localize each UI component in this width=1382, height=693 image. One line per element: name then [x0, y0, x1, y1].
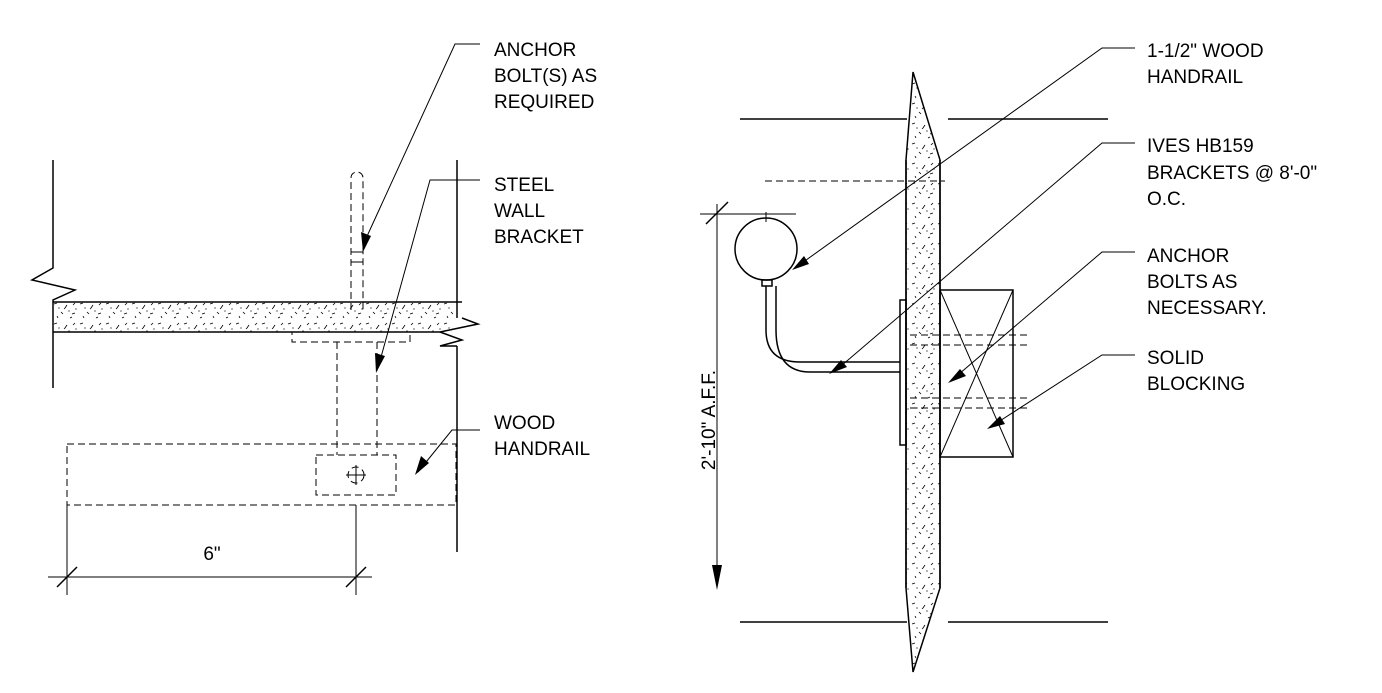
- anchor-bolt: [350, 171, 364, 310]
- callout-anchor-bolts-section: ANCHOR BOLTS AS NECESSARY.: [1147, 246, 1267, 319]
- dimension-6-label: 6": [203, 544, 220, 565]
- leader-brackets: [833, 142, 1135, 373]
- solid-blocking: [939, 289, 1014, 458]
- bracket-wall-plate: [899, 299, 907, 446]
- wall-section: [905, 71, 941, 673]
- concrete-wall: [53, 302, 453, 332]
- leader-anchor-bolts: [951, 251, 1135, 381]
- height-dimension-label: 2'-10" A.F.F.: [699, 370, 720, 470]
- left-wall-outline: [29, 160, 78, 388]
- plan-view: 6" ANCHOR BOLT(S) AS REQUIRED STEEL WALL…: [29, 40, 602, 595]
- section-view: 2'-10" A.F.F. 1-1/2" WOOD HANDRAIL IVES …: [699, 41, 1322, 673]
- leader-handrail: [794, 47, 1135, 269]
- callout-anchor-bolts: ANCHOR BOLT(S) AS REQUIRED: [494, 40, 602, 113]
- break-line: [439, 317, 481, 347]
- callout-wood-handrail-section: 1-1/2" WOOD HANDRAIL: [1147, 41, 1269, 88]
- handrail-round: [734, 217, 798, 281]
- wood-handrail: [66, 443, 457, 506]
- leader-wood-handrail: [417, 429, 480, 473]
- steel-wall-bracket-plate: [291, 331, 411, 343]
- bracket-saddle: [315, 454, 397, 496]
- handrail-bracket-arm: [765, 286, 900, 363]
- callout-solid-blocking: SOLID BLOCKING: [1147, 348, 1245, 395]
- callout-wood-handrail: WOOD HANDRAIL: [494, 413, 590, 460]
- callout-ives-brackets: IVES HB159 BRACKETS @ 8'-0" O.C.: [1147, 136, 1322, 210]
- callout-steel-wall-bracket: STEEL WALL BRACKET: [494, 175, 584, 248]
- leader-anchor-bolt: [362, 43, 480, 246]
- leader-blocking: [991, 354, 1135, 427]
- leader-steel-bracket: [377, 179, 480, 369]
